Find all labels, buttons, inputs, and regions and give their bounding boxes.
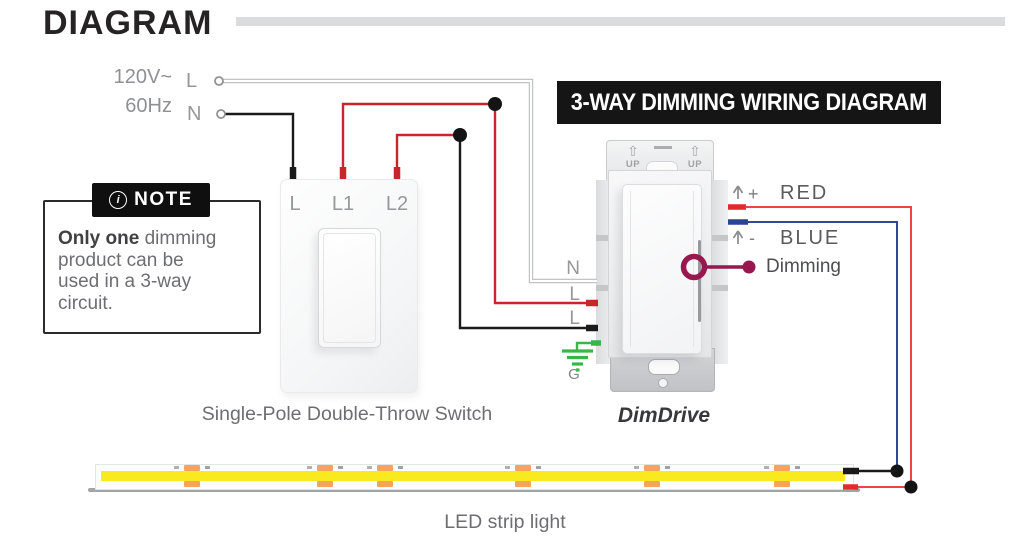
led-strip-cob-band — [101, 471, 845, 481]
up-arrow-icon: ⇧ — [627, 143, 639, 159]
up-label: UP — [687, 159, 703, 170]
junction-dot — [453, 128, 467, 142]
led-pad — [377, 481, 393, 487]
wire-end-icon — [732, 230, 744, 244]
bracket-vent — [654, 146, 672, 149]
note-header-label: NOTE — [134, 189, 193, 210]
led-pad — [184, 481, 200, 487]
up-arrow-icon: ⇧ — [689, 143, 701, 159]
title-divider-bar — [236, 17, 1005, 26]
wiring-banner-text: 3-WAY DIMMING WIRING DIAGRAM — [570, 88, 928, 116]
dimmer-terminal-n-label: N — [566, 258, 580, 279]
page-title: DIAGRAM — [43, 4, 213, 42]
red-wire-label: RED — [780, 182, 829, 204]
switch-rocker — [318, 228, 381, 348]
dimming-callout-dot — [742, 260, 756, 274]
traveler-wire-1 — [341, 102, 495, 170]
up-indicator: ⇧ UP — [619, 144, 647, 170]
wiring-banner: 3-WAY DIMMING WIRING DIAGRAM — [557, 81, 941, 124]
junction-dot — [488, 97, 502, 111]
wire-end-icon — [732, 185, 744, 199]
switch-terminal-l-label: L — [289, 193, 301, 215]
led-pad — [644, 481, 660, 487]
blue-wire-label: BLUE — [780, 227, 841, 249]
output-positive-sign: + — [748, 184, 759, 204]
traveler-wire-2 — [395, 133, 460, 170]
dimmer-right-flange — [711, 180, 728, 364]
flange-notch — [711, 285, 728, 291]
note-text-highlight: Only one — [58, 228, 140, 249]
led-pad — [367, 465, 403, 471]
line-wire — [225, 112, 295, 172]
source-neutral-label: N — [187, 103, 202, 125]
led-pad — [634, 465, 670, 471]
mounting-slot — [648, 359, 680, 375]
traveler-wire-1b — [493, 104, 597, 305]
dimmer-slider-slot — [698, 240, 701, 322]
led-pad — [174, 465, 210, 471]
output-negative-sign: - — [749, 228, 755, 248]
led-pad — [317, 481, 333, 487]
up-label: UP — [625, 159, 641, 170]
switch-caption: Single-Pole Double-Throw Switch — [201, 403, 493, 425]
led-pad — [774, 481, 790, 487]
junction-dot — [890, 464, 904, 478]
screw-icon — [658, 378, 668, 388]
dimmer-terminal-l-black-label: L — [569, 308, 580, 329]
flange-notch — [711, 235, 728, 241]
spdt-switch-plate: L L1 L2 — [280, 179, 418, 393]
switch-terminal-l1-label: L1 — [331, 193, 355, 215]
dimmer-terminal-l-red-label: L — [569, 284, 580, 305]
terminal-circle — [216, 109, 226, 119]
dimmer-caption: DimDrive — [617, 404, 711, 427]
dimmer-paddle — [622, 184, 702, 354]
junction-dot — [904, 480, 918, 494]
info-icon: i — [109, 191, 128, 209]
source-frequency: 60Hz — [125, 95, 172, 117]
led-strip-caption: LED strip light — [444, 511, 566, 533]
led-pad — [307, 465, 343, 471]
flange-notch — [596, 235, 613, 241]
led-strip — [95, 464, 854, 490]
note-header: i NOTE — [92, 183, 210, 217]
dimming-label: Dimming — [766, 256, 841, 277]
source-live-label: L — [186, 70, 198, 92]
led-pad — [764, 465, 800, 471]
switch-terminal-l2-label: L2 — [385, 193, 409, 215]
note-text-body: dimming product can be used in a 3-way c… — [58, 228, 217, 314]
flange-notch — [596, 285, 613, 291]
ground-label: G — [568, 366, 580, 383]
terminal-circle — [214, 76, 224, 86]
note-text: Only one dimming product can be used in … — [58, 228, 250, 314]
up-indicator: ⇧ UP — [681, 144, 709, 170]
led-pad — [505, 465, 541, 471]
source-voltage: 120V~ — [113, 66, 172, 88]
led-pad — [515, 481, 531, 487]
